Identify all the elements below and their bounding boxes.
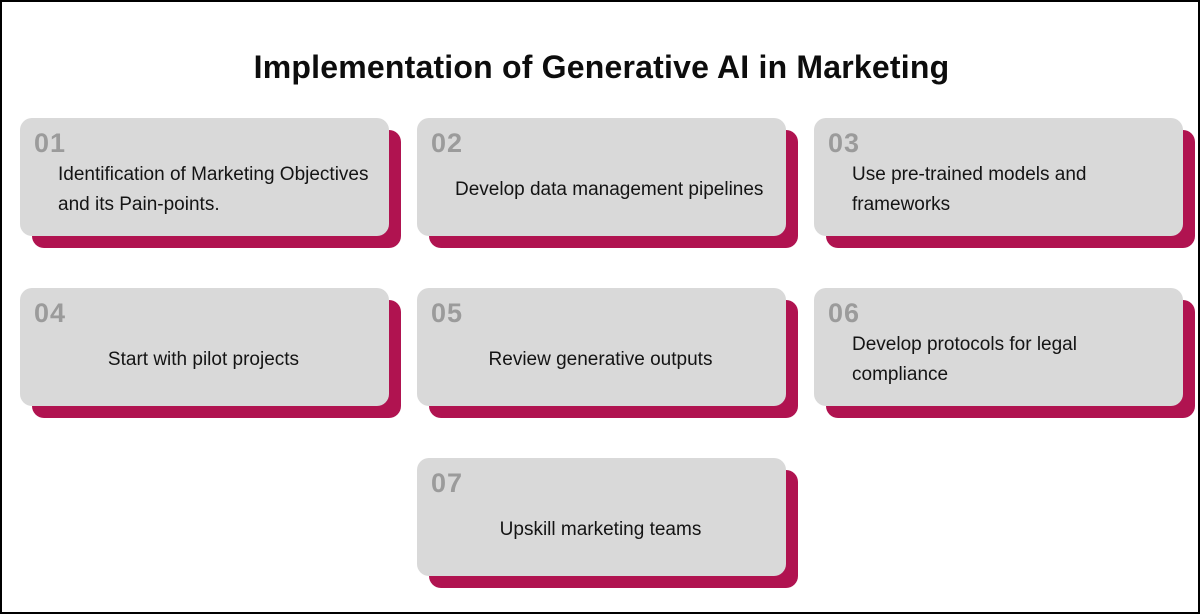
page-title: Implementation of Generative AI in Marke… — [253, 49, 950, 85]
step-card: 04 Start with pilot projects — [20, 288, 389, 407]
step-card: 02 Develop data management pipelines — [417, 118, 786, 237]
step-number: 07 — [431, 468, 464, 499]
step-text: Start with pilot projects — [107, 349, 300, 371]
step-card: 01 Identification of Marketing Objective… — [20, 118, 389, 237]
step-number: 02 — [431, 128, 464, 159]
step-number: 03 — [828, 128, 861, 159]
step-text: Develop data management pipelines — [455, 179, 764, 201]
step-number: 01 — [34, 128, 67, 159]
step-text: Identification of Marketing Objectives a… — [58, 164, 369, 215]
step-number: 04 — [34, 298, 67, 329]
step-number: 06 — [828, 298, 861, 329]
step-card: 06 Develop protocols for legal complianc… — [814, 288, 1183, 407]
step-card: 07 Upskill marketing teams — [417, 458, 786, 577]
step-text: Develop protocols for legal compliance — [852, 334, 1077, 385]
step-card: 03 Use pre-trained models and frameworks — [814, 118, 1183, 237]
step-card: 05 Review generative outputs — [417, 288, 786, 407]
step-text: Upskill marketing teams — [499, 519, 702, 541]
step-text: Review generative outputs — [488, 349, 713, 371]
step-text: Use pre-trained models and frameworks — [852, 164, 1087, 215]
steps-grid: 01 Identification of Marketing Objective… — [20, 118, 1183, 577]
step-number: 05 — [431, 298, 464, 329]
